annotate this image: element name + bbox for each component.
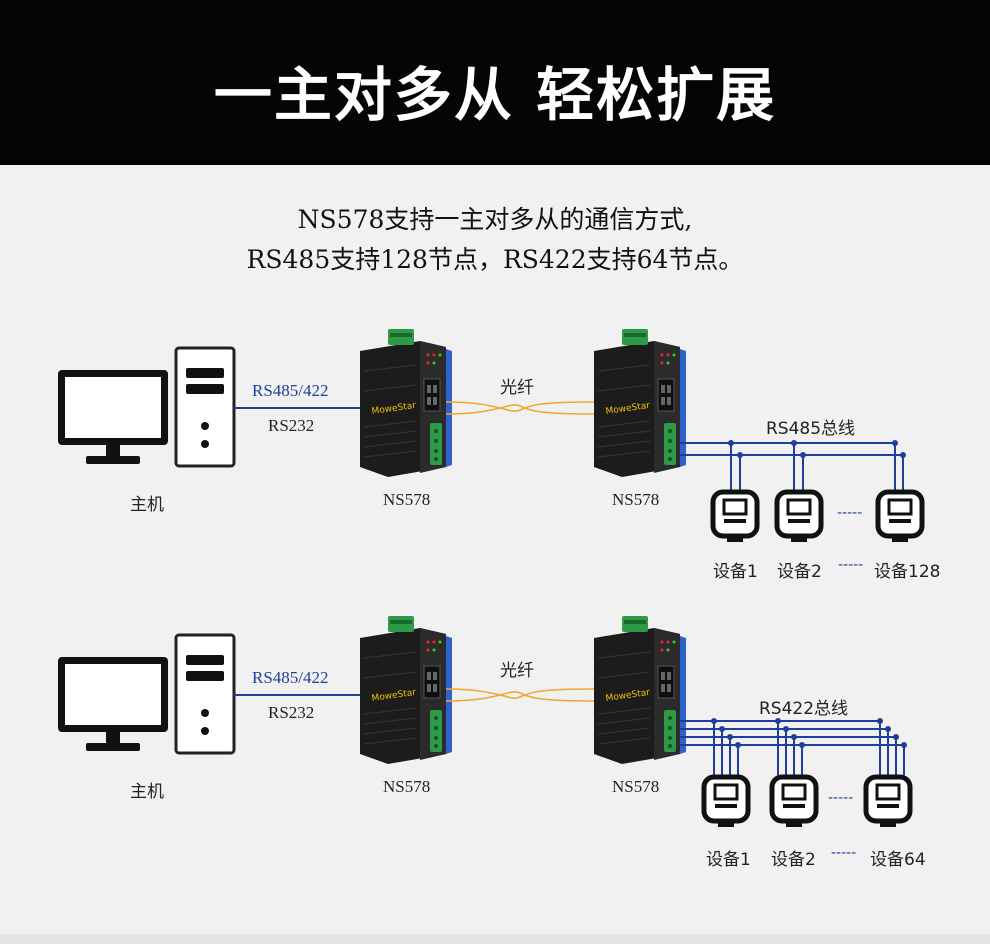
link-label-bottom: RS232: [268, 416, 315, 435]
device-label: 设备128: [874, 562, 941, 582]
link-label-bottom: RS232: [268, 703, 315, 722]
device-ellipsis: -----: [837, 505, 863, 521]
converter-left-label: NS578: [383, 777, 431, 796]
device-icon: [713, 492, 757, 542]
fiber-link-2: [445, 688, 597, 702]
device-label: 设备2: [771, 850, 816, 870]
intro-line-2: RS485支持128节点，RS422支持64节点。: [246, 245, 744, 274]
monitor-icon: [58, 370, 168, 464]
rs485-bus: [680, 442, 904, 490]
bus-junctions: [711, 718, 907, 748]
host-1: [58, 346, 236, 468]
device-ellipsis: -----: [831, 845, 857, 861]
pc-tower-icon: [174, 633, 236, 755]
rs422-bus: [680, 720, 905, 775]
fiber-label: 光纤: [500, 661, 534, 681]
bus-label: RS485总线: [766, 419, 856, 439]
host-2: [58, 633, 236, 755]
device-icon: [878, 492, 922, 542]
device-label: 设备2: [777, 562, 822, 582]
device-ellipsis: -----: [828, 790, 854, 806]
device-icon: [777, 492, 821, 542]
device-icon: [772, 777, 816, 827]
fiber-label: 光纤: [500, 378, 534, 398]
link-label-top: RS485/422: [252, 381, 329, 400]
pc-tower-icon: [174, 346, 236, 468]
fiber-link-1: [445, 401, 597, 415]
monitor-icon: [58, 657, 168, 751]
bus-label: RS422总线: [759, 699, 849, 719]
device-icon: [704, 777, 748, 827]
converter-right-label: NS578: [612, 777, 660, 796]
converter-right-label: NS578: [612, 490, 660, 509]
device-label: 设备1: [713, 562, 758, 582]
bus-junctions: [728, 440, 906, 458]
link-label-top: RS485/422: [252, 668, 329, 687]
footer-strip: [0, 934, 990, 944]
intro-line-1: NS578支持一主对多从的通信方式,: [297, 205, 693, 234]
host-label: 主机: [130, 782, 164, 802]
device-icon: [866, 777, 910, 827]
header-banner: 一主对多从 轻松扩展: [0, 0, 990, 165]
banner-title: 一主对多从 轻松扩展: [213, 61, 777, 129]
host-label: 主机: [130, 495, 164, 515]
device-label: 设备64: [870, 850, 926, 870]
converter-left-label: NS578: [383, 490, 431, 509]
device-ellipsis: -----: [838, 557, 864, 573]
device-label: 设备1: [706, 850, 751, 870]
